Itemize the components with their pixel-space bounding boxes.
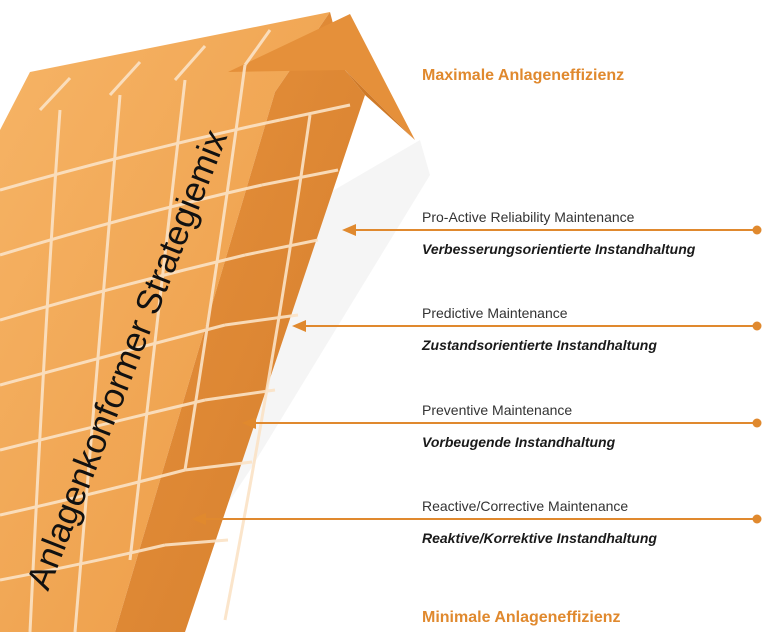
level-de-label: Vorbeugende Instandhaltung: [422, 434, 616, 450]
arrow-head: [228, 14, 415, 140]
arrow-head-shade: [345, 70, 415, 140]
arrowhead-icon: [342, 224, 356, 236]
level-en-label: Predictive Maintenance: [422, 305, 568, 321]
level-en-label: Preventive Maintenance: [422, 402, 572, 418]
level-de-label: Zustandsorientierte Instandhaltung: [421, 337, 657, 353]
arrowhead-icon: [292, 320, 306, 332]
arrow-graphic: Anlagenkonformer Strategiemix: [0, 12, 415, 632]
level-dot: [752, 321, 762, 331]
level-preventive: Preventive Maintenance Vorbeugende Insta…: [242, 402, 762, 450]
level-en-label: Reactive/Corrective Maintenance: [422, 498, 628, 514]
arrowhead-icon: [192, 513, 206, 525]
level-de-label: Verbesserungsorientierte Instandhaltung: [422, 241, 696, 257]
level-dot: [752, 418, 762, 428]
level-predictive: Predictive Maintenance Zustandsorientier…: [292, 305, 762, 353]
max-efficiency-label: Maximale Anlageneffizienz: [422, 67, 624, 84]
arrow-grid: [0, 29, 351, 632]
level-dot: [752, 225, 762, 235]
level-proactive: Pro-Active Reliability Maintenance Verbe…: [342, 209, 762, 257]
level-dot: [752, 514, 762, 524]
arrowhead-icon: [242, 417, 256, 429]
level-de-label: Reaktive/Korrektive Instandhaltung: [422, 530, 657, 546]
level-en-label: Pro-Active Reliability Maintenance: [422, 209, 635, 225]
min-efficiency-label: Minimale Anlageneffizienz: [422, 609, 621, 626]
level-reactive: Reactive/Corrective Maintenance Reaktive…: [192, 498, 762, 546]
